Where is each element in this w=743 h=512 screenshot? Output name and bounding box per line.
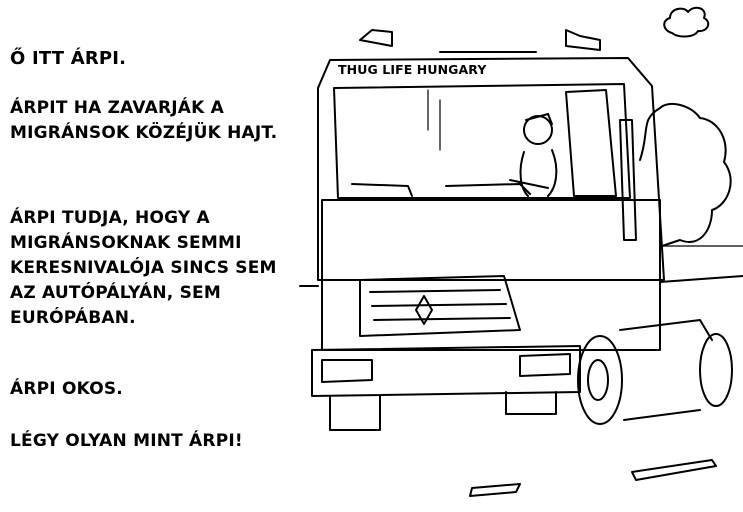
meme-line-4: LÉGY OLYAN MINT ÁRPI!	[10, 431, 243, 451]
meme-title: Ő ITT ÁRPI.	[10, 48, 127, 69]
meme-line-2: ÁRPI TUDJA, HOGY A MIGRÁNSOKNAK SEMMI KE…	[10, 208, 277, 328]
meme-line-1: ÁRPIT HA ZAVARJÁK A MIGRÁNSOK KÖZÉJÜK HA…	[10, 98, 278, 143]
meme-line-3: ÁRPI OKOS.	[10, 379, 123, 399]
watermark-caption: THUG LIFE HUNGARY	[338, 62, 487, 77]
